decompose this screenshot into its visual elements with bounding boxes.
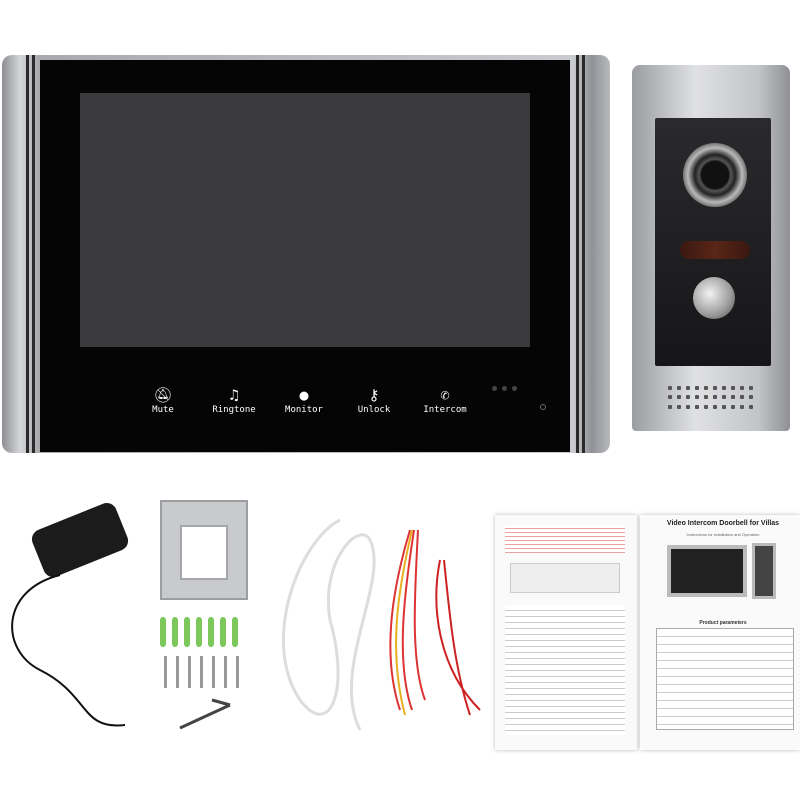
music-note-icon: ♫	[229, 386, 239, 404]
manual-monitor-illustration	[667, 545, 747, 597]
wall-anchor	[196, 617, 202, 647]
manual-title: Video Intercom Doorbell for Villas	[666, 520, 780, 527]
indicator-led	[492, 386, 497, 391]
person-icon: ●	[299, 386, 309, 404]
wire-yellow	[395, 529, 413, 716]
wall-anchor	[160, 617, 166, 647]
wall-anchor	[184, 617, 190, 647]
allen-key	[179, 703, 231, 730]
screw	[236, 656, 239, 688]
indicator-led	[502, 386, 507, 391]
monitor-button[interactable]: ●Monitor	[272, 385, 336, 415]
intercom-button[interactable]: ✆Intercom	[413, 385, 477, 415]
phone-icon: ✆	[440, 386, 450, 404]
ir-leds	[680, 241, 750, 259]
manual-subtitle: Instructions for Installation and Operat…	[686, 532, 760, 537]
speaker-grille	[668, 386, 760, 410]
call-button[interactable]	[693, 277, 735, 319]
frame-stripe	[576, 55, 579, 453]
wall-anchor	[172, 617, 178, 647]
manual-doorbell-illustration	[752, 543, 776, 599]
white-cable	[282, 518, 376, 731]
wall-anchor	[220, 617, 226, 647]
monitor-screen	[80, 93, 530, 347]
screw	[200, 656, 203, 688]
camera-lens	[683, 143, 747, 207]
manual-back-page	[495, 515, 637, 750]
manual-diagram	[510, 563, 620, 593]
mute-button[interactable]: 🔕︎Mute	[131, 385, 195, 415]
ringtone-button[interactable]: ♫Ringtone	[202, 385, 266, 415]
allen-key-bend	[211, 698, 231, 707]
bracket-cutout	[180, 525, 228, 580]
wire-bundle-1	[389, 529, 426, 711]
microphone-hole	[540, 404, 546, 410]
manual-text-block	[505, 525, 625, 553]
manual-diagram-text	[505, 605, 625, 735]
power-cable	[11, 574, 126, 727]
screw	[224, 656, 227, 688]
screw	[188, 656, 191, 688]
cables	[11, 518, 481, 731]
indicator-led	[512, 386, 517, 391]
bell-off-icon: 🔕︎	[153, 386, 173, 404]
manual-parameters-table	[656, 628, 794, 730]
screw	[164, 656, 167, 688]
frame-stripe	[582, 55, 585, 453]
wall-anchor	[232, 617, 238, 647]
screw	[176, 656, 179, 688]
key-icon: ⚷	[368, 386, 380, 404]
wall-anchor	[208, 617, 214, 647]
manual-section-title: Product parameters	[699, 620, 747, 626]
frame-stripe	[26, 55, 29, 453]
screw	[212, 656, 215, 688]
wire-bundle-2	[435, 559, 481, 716]
unlock-button[interactable]: ⚷Unlock	[342, 385, 406, 415]
frame-stripe	[32, 55, 35, 453]
